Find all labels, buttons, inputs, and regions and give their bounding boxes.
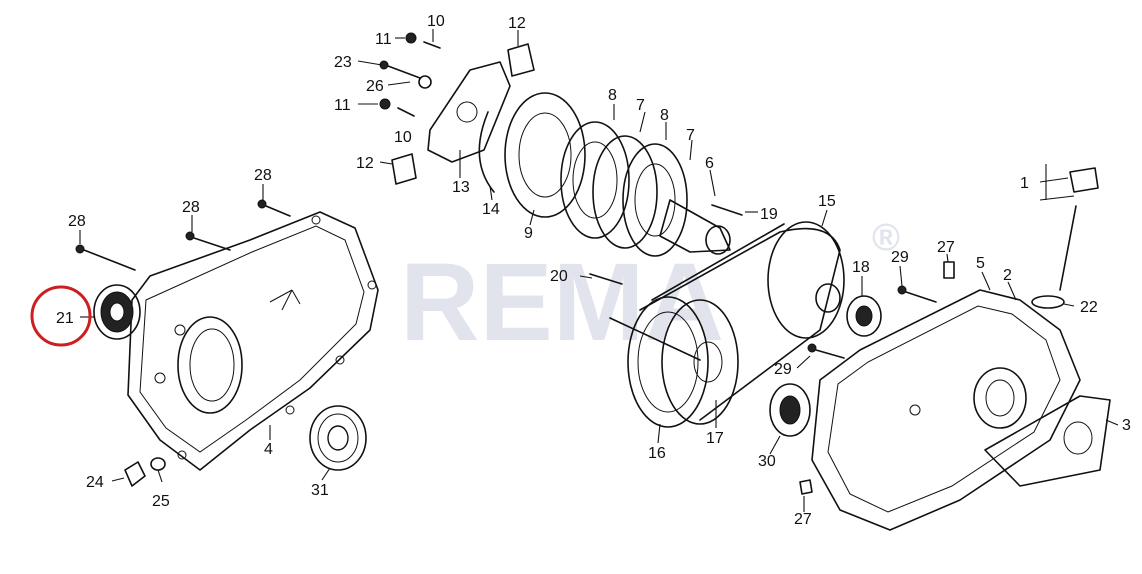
callout-7b: 7 — [686, 127, 695, 144]
watermark-text: REMA — [400, 241, 724, 364]
callout-12b: 12 — [356, 155, 374, 172]
callout-18: 18 — [852, 259, 870, 276]
callout-28a: 28 — [68, 213, 86, 230]
bearing-18 — [846, 295, 882, 337]
callout-6: 6 — [705, 155, 714, 172]
pin-19 — [711, 204, 743, 216]
callout-19: 19 — [760, 206, 778, 223]
callout-25: 25 — [152, 493, 170, 510]
right-case-2 — [811, 289, 1081, 531]
callout-28b: 28 — [182, 199, 200, 216]
callout-5: 5 — [976, 255, 985, 272]
callout-10b: 10 — [394, 129, 412, 146]
callout-26: 26 — [366, 78, 384, 95]
callout-8b: 8 — [660, 107, 669, 124]
callout-29a: 29 — [891, 249, 909, 266]
watermark-registered-mark: ® — [872, 217, 900, 259]
callout-30: 30 — [758, 453, 776, 470]
callout-23: 23 — [334, 54, 352, 71]
callout-10a: 10 — [427, 13, 445, 30]
bolts-10-11-23-26 — [379, 32, 441, 117]
bolt-28-c — [257, 199, 291, 217]
callout-2: 2 — [1003, 267, 1012, 284]
left-case-cover — [127, 211, 379, 471]
bearing-30 — [769, 383, 811, 437]
callout-9: 9 — [524, 225, 533, 242]
dipstick-1 — [1031, 167, 1099, 309]
callout-27a: 27 — [937, 239, 955, 256]
clutch-hub-6 — [659, 199, 731, 255]
leader-lines — [79, 29, 1119, 512]
callout-14: 14 — [482, 201, 500, 218]
cover-plate-3 — [984, 395, 1111, 487]
chain — [639, 223, 841, 421]
circlip-14 — [478, 111, 495, 193]
callout-4: 4 — [264, 441, 273, 458]
callout-16: 16 — [648, 445, 666, 462]
oil-seal-21 — [93, 284, 141, 340]
callout-17: 17 — [706, 430, 724, 447]
callout-11a: 11 — [375, 31, 392, 48]
callout-27b: 27 — [794, 511, 812, 528]
watermark: REMA ® — [400, 217, 900, 364]
pin-20 — [589, 273, 623, 285]
spring-12-b — [391, 153, 417, 185]
callout-31: 31 — [311, 482, 329, 499]
washer-25 — [150, 457, 166, 471]
callout-11b: 11 — [334, 97, 351, 114]
callout-8a: 8 — [608, 87, 617, 104]
callout-13: 13 — [452, 179, 470, 196]
callout-1: 1 — [1020, 175, 1029, 192]
callout-21: 21 — [56, 310, 74, 327]
bolt-28-a — [75, 244, 136, 271]
drain-bolt-24 — [124, 461, 146, 487]
bolts-27-29 — [799, 261, 955, 495]
spring-12-a — [507, 43, 535, 77]
callout-3: 3 — [1122, 417, 1131, 434]
bolt-28-b — [185, 231, 231, 251]
callout-7a: 7 — [636, 97, 645, 114]
callout-20: 20 — [550, 268, 568, 285]
gear-17 — [609, 299, 739, 425]
sprocket-16 — [627, 296, 709, 428]
friction-disc-9 — [504, 92, 586, 218]
highlight-circle — [30, 285, 92, 347]
clutch-plate-13 — [427, 61, 511, 163]
bearing-31 — [309, 405, 367, 471]
callout-labels: 1 2 3 4 5 6 7 7 8 8 9 10 10 11 11 12 12 … — [56, 13, 1131, 528]
callout-12a: 12 — [508, 15, 526, 32]
clutch-plates-7-8 — [560, 121, 688, 257]
callout-28c: 28 — [254, 167, 272, 184]
callout-22: 22 — [1080, 299, 1098, 316]
callout-29b: 29 — [774, 361, 792, 378]
callout-24: 24 — [86, 474, 104, 491]
callout-15: 15 — [818, 193, 836, 210]
sprocket-15 — [767, 221, 845, 339]
